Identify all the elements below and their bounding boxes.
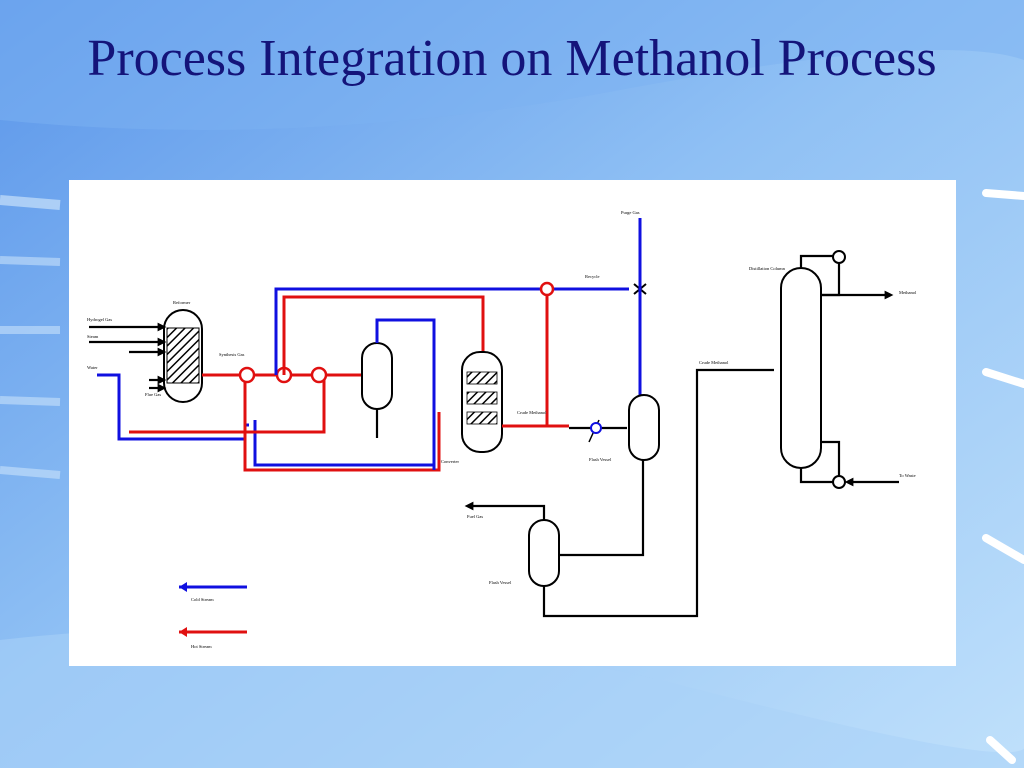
flash-vessel-1: Flash Vessel (569, 394, 660, 462)
heat-exchangers-syngas: Synthesis Gas (219, 352, 328, 384)
recycle-label: Recycle (585, 274, 600, 279)
flash-vessel-2-label: Flash Vessel (489, 580, 512, 585)
reformer-label: Reformer (173, 300, 191, 305)
fuel-gas-label: Flue Gas (145, 392, 161, 397)
synthesis-gas-label: Synthesis Gas (219, 352, 245, 357)
hot-recycle-vertical (545, 289, 569, 428)
reformer-unit: Reformer (163, 300, 203, 403)
converter-label: Converter (441, 459, 459, 464)
crude-methanol-2-label: Crude Methanol (699, 360, 729, 365)
methanol-label: Methanol (899, 290, 917, 295)
purge-label: Purge Gas (621, 210, 640, 215)
flash-vessel-1-label: Flash Vessel (589, 457, 612, 462)
cold-stream-lower (253, 420, 434, 467)
to-waste-label: To Waste (899, 473, 916, 478)
crude-methanol-label: Crude Methanol (517, 410, 547, 415)
slide-title: Process Integration on Methanol Process (87, 30, 937, 87)
hot-return-lower (243, 375, 441, 472)
separator-1 (361, 318, 436, 470)
converter-unit: Converter Crude Methanol (441, 351, 547, 464)
process-flow-diagram: Reformer Hydrogel Gas Steam Water Flue G… (69, 180, 956, 666)
distillation-label: Distillation Column (749, 266, 786, 271)
feed-1-label: Hydrogel Gas (87, 317, 112, 322)
flash-vessel-2: Flash Vessel Fuel Gas Crude Methanol (464, 360, 774, 618)
feed-3-label: Water (87, 365, 98, 370)
hot-stream-mid (129, 375, 326, 434)
feed-lines: Hydrogel Gas Steam Water Flue Gas (87, 317, 167, 397)
legend-label-cold: Cold Stream (191, 597, 214, 602)
legend-label-hot: Hot Stream (191, 644, 212, 649)
feed-2-label: Steam (87, 334, 99, 339)
fuel-gas-2-label: Fuel Gas (467, 514, 483, 519)
distillation-column: Distillation Column Methanol To Waste (749, 250, 917, 489)
purge-valve: Purge Gas Recycle (539, 210, 647, 398)
legend: Cold Stream Hot Stream (179, 582, 247, 649)
cold-recycle-top (274, 287, 629, 375)
hot-upper-loop (282, 295, 485, 375)
process-flow-svg: Reformer Hydrogel Gas Steam Water Flue G… (87, 210, 917, 649)
